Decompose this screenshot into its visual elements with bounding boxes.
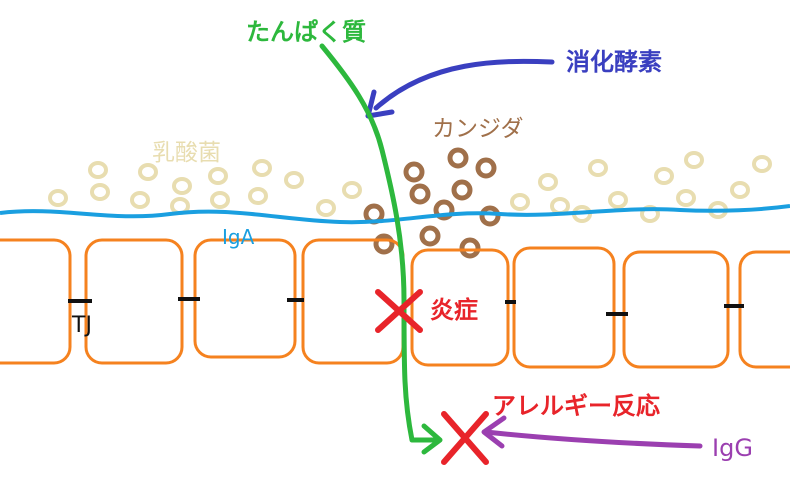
candida-cluster [363,147,501,259]
lactobacillus-cluster [48,151,772,223]
allergy-cross-icon [441,411,489,465]
lactobacillus-icon [588,159,608,177]
lactobacillus-icon [752,155,772,173]
lactobacillus-icon [316,199,336,217]
lactobacillus-icon [684,151,704,169]
epithelial-cell [84,238,184,365]
lactobacillus-icon [640,205,660,223]
protein-label: たんぱく質 [246,18,366,46]
lactobacillus-icon [248,187,268,205]
lactobacillus-icon [48,189,68,207]
lactobacillus-icon [342,181,362,199]
lactobacillus-icon [138,163,158,181]
lactobacillus-icon [730,181,750,199]
candida-icon [459,237,481,259]
candida-label: カンジダ [432,116,524,142]
lactobacillus-icon [284,171,304,189]
iga-label: IgA [222,225,255,249]
enzyme-arrow-icon [365,58,555,119]
inflammation-label: 炎症 [430,296,478,324]
lactobacillus-icon [88,161,108,179]
epithelial-cell [738,250,790,369]
enzyme-label: 消化酵素 [566,48,662,76]
allergy-label: アレルギー反応 [492,392,660,420]
lactobacillus-icon [210,191,230,209]
epithelial-cell [193,238,297,359]
lactobacillus-icon [654,167,674,185]
tight-junctions [68,297,744,316]
candida-icon [433,199,455,221]
igg-arrow-icon [481,415,703,449]
inflammation-cross-icon [375,289,423,333]
lactobacillus-icon [550,197,570,215]
iga-mucus-line [0,204,790,225]
candida-icon [451,179,473,201]
lactobacillus-icon [130,191,150,209]
candida-icon [475,157,497,179]
lactobacillus-icon [510,193,530,211]
tj-label: TJ [71,313,92,338]
lactobacillus-icon [90,183,110,201]
lactobacillus-icon [676,189,696,207]
epithelial-cell [622,250,730,369]
epithelial-cell [410,248,510,367]
epithelial-cell [512,246,616,369]
candida-icon [373,233,395,255]
candida-icon [419,225,441,247]
epithelial-cell [0,238,72,365]
candida-icon [447,147,469,169]
lactobacillus-icon [538,173,558,191]
lactobacillus-label: 乳酸菌 [152,140,221,166]
lactobacillus-icon [608,191,628,209]
lactobacillus-icon [252,159,272,177]
candida-icon [409,183,431,205]
lactobacillus-icon [172,177,192,195]
igg-label: IgG [712,434,753,462]
candida-icon [403,161,425,183]
lactobacillus-icon [208,167,228,185]
protein-arrow-icon [319,43,443,455]
candida-icon [479,205,501,227]
